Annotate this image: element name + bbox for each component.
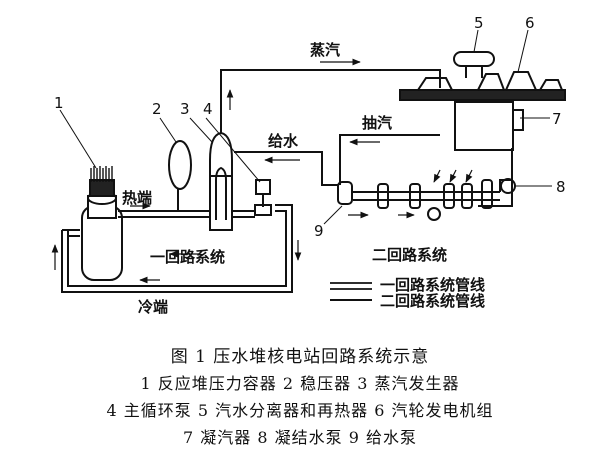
label-steam: 蒸汽 (310, 41, 340, 59)
number-1: 1 (54, 94, 64, 112)
pressurizer (168, 140, 192, 211)
primary-flow-arrows (51, 202, 302, 284)
legend-secondary-text: 二回路系统管线 (380, 292, 485, 310)
pwr-loop-diagram: 1 2 3 4 5 6 7 8 9 蒸汽 抽汽 给水 热端 冷端 一回路系统 二… (51, 14, 566, 316)
label-extraction: 抽汽 (362, 114, 392, 132)
leader-2 (159, 117, 177, 143)
secondary-flow-arrows (226, 58, 473, 219)
label-secondary-loop: 二回路系统 (372, 246, 447, 264)
legend-primary-text: 一回路系统管线 (380, 276, 485, 294)
turbine-generator (399, 71, 566, 101)
label-primary-loop: 一回路系统 (150, 248, 225, 266)
leader-4 (205, 117, 261, 183)
feedwater-heaters (337, 179, 493, 221)
label-feedwater: 给水 (268, 132, 299, 150)
caption-legend-line-2: 4 主循环泵 5 汽水分离器和再热器 6 汽轮发电机组 (106, 401, 494, 420)
number-8: 8 (556, 178, 566, 196)
leader-5 (473, 29, 479, 53)
figure-title: 图 1 压水堆核电站回路系统示意 (170, 347, 430, 367)
steam-generator (209, 131, 233, 231)
number-7: 7 (552, 110, 562, 128)
number-9: 9 (314, 222, 324, 240)
number-6: 6 (525, 14, 535, 32)
reactor-pressure-vessel (81, 179, 123, 281)
number-5: 5 (474, 14, 484, 32)
number-4: 4 (203, 100, 213, 118)
leader-3 (189, 117, 213, 143)
main-circulation-pump (254, 179, 272, 216)
caption-legend-line-3: 7 凝汽器 8 凝结水泵 9 给水泵 (183, 428, 417, 447)
number-2: 2 (152, 100, 162, 118)
number-3: 3 (180, 100, 190, 118)
leader-6 (517, 29, 529, 73)
primary-loop-pipe (61, 204, 293, 293)
leader-1 (59, 109, 97, 169)
leader-9 (323, 205, 343, 225)
condenser (454, 101, 524, 151)
line-legend (330, 282, 372, 301)
control-rods (90, 166, 113, 182)
caption-legend-line-1: 1 反应堆压力容器 2 稳压器 3 蒸汽发生器 (140, 374, 460, 393)
label-hot-leg: 热端 (122, 189, 152, 207)
label-cold-leg: 冷端 (138, 298, 168, 316)
